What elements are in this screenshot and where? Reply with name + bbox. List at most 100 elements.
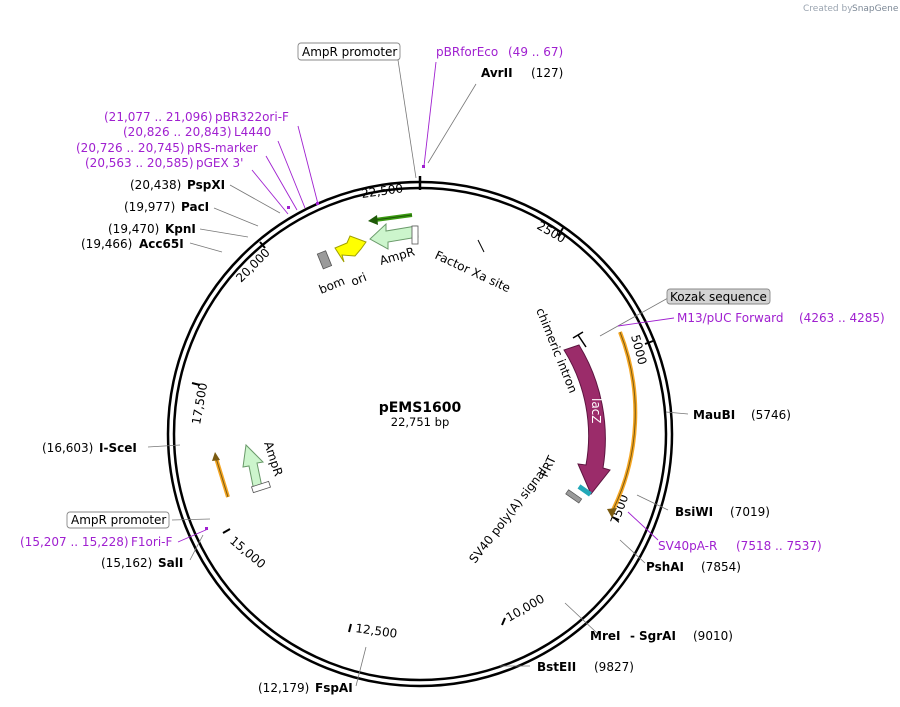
primer-tick-pbrforeco [422,165,425,168]
site-leaders [147,59,689,687]
primer-tick-pgex [287,206,290,209]
ampr-left-promoter-box [251,480,271,494]
tick-label-12500: 12,500 [355,621,399,641]
site-maubi-coord: (5746) [751,408,791,422]
primer-pbr322ori-f: pBR322ori-F [215,110,289,124]
site-acc65i-coord: (19,466) [81,237,132,251]
ampr-top-label: AmpR [378,245,416,268]
site-maubi: MauBI [693,408,735,422]
leader-kpni [199,228,249,238]
site-fspai-coord: (12,179) [258,681,309,695]
ampr-left-feature [242,443,265,492]
leader-pshai [619,539,646,564]
site-avrii: AvrII [481,66,513,80]
ori-feature [334,235,367,263]
primer-ticks [205,165,425,530]
tick-label-10000: 10,000 [504,591,547,624]
primer-prs-marker: pRS-marker [187,141,258,155]
primer-m13: M13/pUC Forward [677,311,784,325]
lacz-feature [563,344,611,495]
tick-label-15000: 15,000 [227,534,268,572]
tick-5000 [644,340,654,345]
primer-sv40pa-r-coord: (7518 .. 7537) [736,539,822,553]
site-sali-coord: (15,162) [101,556,152,570]
leader-pspxi [229,184,281,214]
primer-prs-marker-coord: (20,726 .. 20,745) [76,141,185,155]
site-mrei: MreI [590,629,620,643]
site-i-scei-coord: (16,603) [42,441,93,455]
sv40-feature [565,489,583,504]
site-kpni: KpnI [165,222,196,236]
leader-pgex3 [251,169,289,215]
primer-leaders [177,61,675,543]
ori-label: ori [349,270,369,289]
site-pshai-coord: (7854) [701,560,741,574]
bom-label: bom [317,274,347,297]
factor-xa-label: Factor Xa site [433,248,513,295]
chimeric-intron-mark [572,331,587,348]
leader-mrei [564,602,598,634]
frt-feature [577,484,592,497]
site-pspxi-coord: (20,438) [130,178,181,192]
site-sali: SalI [158,556,183,570]
site-bsiwi: BsiWI [675,505,713,519]
site-sgrai: SgrAI [639,629,676,643]
tick-label-22500: 22,500 [360,181,404,201]
leader-sali [189,534,204,561]
plasmid-size: 22,751 bp [391,415,450,429]
leader-maubi [665,411,689,415]
tick-label-20000: 20,000 [233,246,273,286]
sv40-label: SV40 poly(A) signal [466,465,549,566]
site-pshai: PshAI [646,560,684,574]
top-primer-head [368,215,378,225]
leader-acc65i [189,242,223,253]
tick-label-2500: 2500 [535,218,568,245]
primer-tick-pbr322 [316,202,319,205]
tick-12500 [348,623,352,633]
leader-ampr-promoter-left [171,518,211,521]
primer-pbr322ori-f-coord: (21,077 .. 21,096) [104,110,213,124]
snapgene-logo: SnapGene [852,4,899,14]
primer-sv40pa-r: SV40pA-R [658,539,717,553]
leader-paci [213,207,259,227]
factor-xa-mark [477,239,485,253]
site-acc65i: Acc65I [139,237,184,251]
primer-l4440: L4440 [234,125,271,139]
leader-f1ori-f [177,528,209,543]
tick-10000 [501,617,506,626]
lacz-label: lacZ [589,398,603,424]
leader-l4440 [277,140,306,209]
tick-2500 [557,227,564,237]
tick-17500 [191,382,201,386]
site-kpni-coord: (19,470) [108,222,159,236]
leader-ampr-promoter-top [397,59,417,179]
left-orange-arrow-head [212,452,220,461]
primer-l4440-coord: (20,826 .. 20,843) [123,125,232,139]
leader-fspai [355,646,367,687]
ampr-promoter-left-label: AmpR promoter [71,513,166,527]
site-paci-coord: (19,977) [124,200,175,214]
leader-pbr322ori-f [297,125,319,205]
site-i-scei: I-SceI [99,441,137,455]
primer-f1ori-f: F1ori-F [131,535,172,549]
site-pspxi: PspXI [187,178,225,192]
ampr-promoter-top-box [297,42,401,61]
tick-marks [191,227,654,633]
primer-pgex3: pGEX 3' [196,156,243,170]
leader-kozak [599,297,669,337]
created-by-label: Created by [803,4,853,14]
primer-f1ori-f-coord: (15,207 .. 15,228) [20,535,129,549]
leader-pbrforeco [423,61,437,167]
leader-prs-marker [265,155,298,211]
left-orange-arrow-core [215,457,229,498]
site-bsteii-coord: (9827) [594,660,634,674]
primer-m13-coord: (4263 .. 4285) [799,311,885,325]
leader-m13 [617,317,675,327]
primer-pbrforeco-coord: (49 .. 67) [508,45,563,59]
site-avrii-coord: (127) [531,66,563,80]
m13-primer-head [607,508,617,518]
leader-sv40pa-r [627,511,659,541]
leader-bsiwi [636,494,669,511]
leader-avrii [427,83,477,164]
